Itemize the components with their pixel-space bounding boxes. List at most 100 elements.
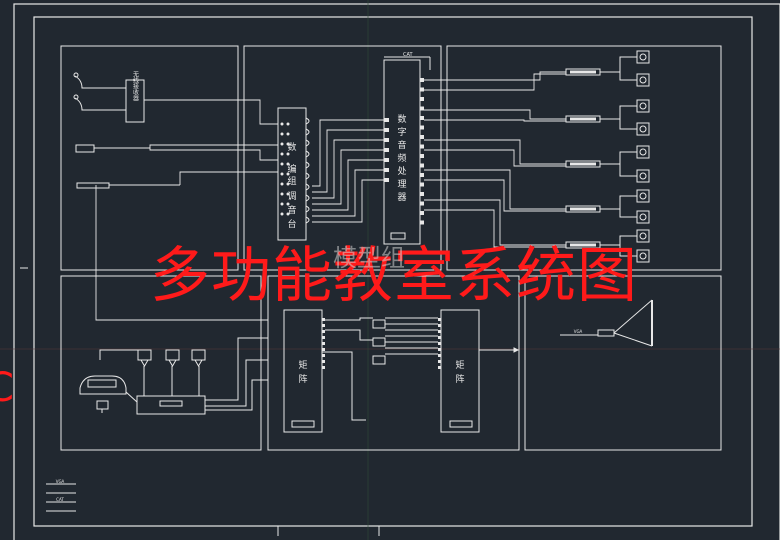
mixer-input-port (280, 212, 284, 216)
speaker-link (619, 105, 637, 119)
matrix-left-box (283, 309, 323, 433)
arrow-icon (513, 347, 520, 353)
amplifier-4-display (570, 207, 596, 211)
matrix-right-port-pin (438, 354, 441, 357)
conference-controller-icon (79, 375, 127, 395)
conference-host-box (136, 395, 206, 415)
dsp-amp-cable-2 (424, 119, 566, 122)
amplifier-5-display (570, 243, 596, 247)
dsp-amp-cable-2 (424, 209, 566, 248)
matrix-left-port-pin (322, 324, 325, 327)
legend-label-2: CAT (56, 497, 64, 502)
dsp-input-port (384, 118, 389, 122)
edge-glyph: C (0, 368, 14, 408)
mixer-label-2: 编 (287, 163, 296, 175)
dsp-label-char: 字 (397, 126, 406, 138)
mixer-output-port (305, 194, 310, 202)
speaker-link (619, 164, 637, 177)
dsp-output-port (420, 106, 424, 111)
matrix-right-port-pin (438, 330, 441, 333)
mixer-output-port (305, 216, 310, 224)
dsp-amp-cables (424, 71, 566, 248)
mixer-input-port (280, 142, 284, 146)
ceiling-mic-cones (140, 359, 203, 367)
cable-dvd-matrix (95, 185, 268, 321)
speaker-8-cone (639, 213, 647, 221)
matrix-cross-link (325, 329, 373, 341)
speaker-9-cone (639, 232, 647, 240)
dsp-amp-cable (424, 199, 566, 246)
panel-matrix (267, 275, 520, 451)
mic-2-head (73, 94, 79, 100)
panels (60, 45, 722, 451)
wired-microphones: 无线接收器 (73, 71, 145, 123)
dsp-ports (384, 78, 424, 225)
amplifier-3-display (570, 162, 596, 166)
host-matrix-cable-3 (205, 379, 268, 411)
cable-cd-mixer (149, 144, 278, 148)
matrix-left-port-pin (322, 336, 325, 339)
dsp-amp-cable-2 (424, 179, 566, 212)
dsp-output-port (420, 163, 424, 168)
host-display (159, 400, 183, 407)
speaker-1-cone (639, 53, 647, 61)
speaker-link (619, 56, 637, 72)
mixer-output-port (305, 128, 310, 136)
mixer-input-port (280, 132, 284, 136)
matrix-right-port (449, 420, 473, 428)
amplifier-2-display (570, 117, 596, 121)
dsp-input-port (384, 148, 389, 152)
cable-cd-mixer-2 (149, 148, 278, 161)
panel-projector (524, 275, 722, 451)
matrix-right-port-pin (438, 348, 441, 351)
dsp-output-port (420, 173, 424, 177)
speaker-link (619, 245, 637, 257)
speaker-5-cone (639, 148, 647, 156)
dsp-input-port (384, 178, 389, 182)
mixer-input-port (280, 122, 284, 126)
matrix-ports (322, 318, 441, 369)
mixer: 数 编 组 调 音 台 (277, 107, 310, 241)
mixer-dsp-cable (312, 129, 384, 193)
matrix-return-cable (322, 351, 366, 421)
mixer-box (277, 107, 307, 241)
speaker-7-cone (639, 192, 647, 200)
dsp-label-char: 音 (397, 139, 406, 151)
mixer-input-port (280, 172, 284, 176)
source-devices (75, 144, 180, 189)
mixer-input-port (280, 182, 284, 186)
matrix-left-port-pin (322, 348, 325, 351)
speaker-2-cone (639, 76, 647, 84)
dsp-cat-tag: CAT (403, 52, 414, 58)
amplifier-1-display (570, 70, 596, 74)
dsp-output-port (420, 220, 424, 225)
dsp-output-port (420, 97, 424, 101)
dsp-amp-cable (424, 139, 566, 165)
dsp-amp-cable-2 (424, 149, 566, 167)
dsp-output-port (420, 201, 424, 206)
matrix-left-port-pin (322, 342, 325, 345)
matrices: 矩 阵 矩 阵 (283, 309, 480, 433)
mixer-input-port (280, 192, 284, 196)
mixer-dsp-cable (312, 119, 384, 187)
matrix-left-port-pin (322, 366, 325, 369)
mixer-output-port (305, 205, 310, 213)
dsp-label-char: 处 (397, 165, 406, 177)
mixer-dsp-cable (312, 139, 384, 199)
dsp-input-port (384, 168, 389, 172)
amplifiers (565, 50, 650, 263)
mixer-dsp-cable (312, 169, 384, 217)
legend: VGA CAT (46, 479, 76, 512)
mixer-output-port (305, 117, 310, 125)
host-matrix-cable-2 (205, 359, 268, 407)
matrix-right-port-pin (438, 360, 441, 363)
mixer-output-ports (305, 117, 310, 224)
frame-ticks (20, 267, 380, 536)
speaker-6-cone (639, 172, 647, 180)
matrix-left-label: 矩 (298, 359, 307, 371)
mixer-input-port (286, 122, 290, 126)
mixer-output-port (305, 183, 310, 191)
panel-audio-processing (243, 45, 442, 271)
inner-border (33, 16, 753, 527)
matrix-right-label-2: 阵 (455, 373, 464, 385)
